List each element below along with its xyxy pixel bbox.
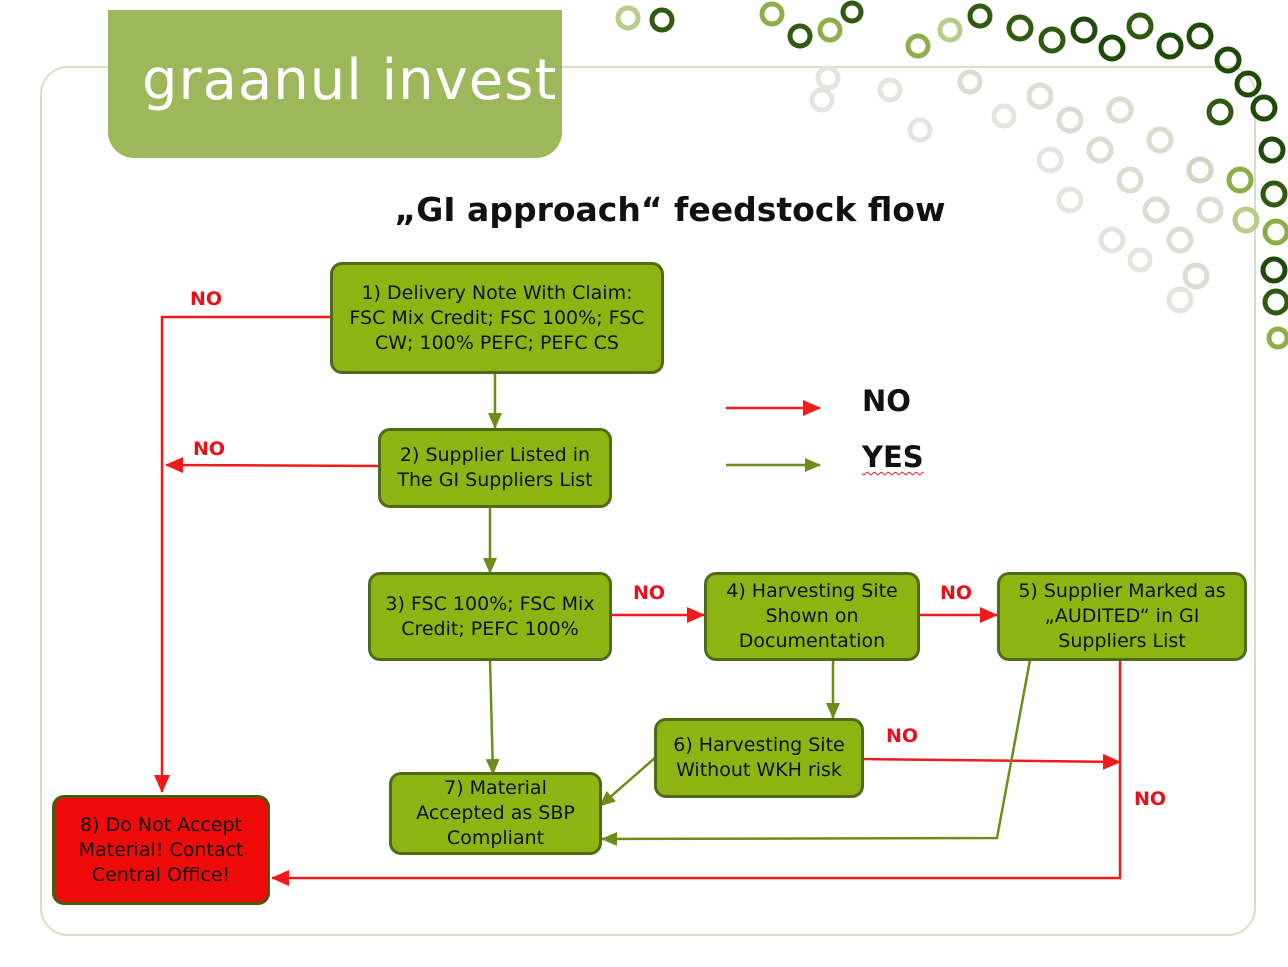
company-logo: graanul invest (142, 48, 558, 113)
decorative-rings (615, 0, 1288, 350)
slide-frame (40, 66, 1256, 936)
step-3-fsc-claims: 3) FSC 100%; FSC Mix Credit; PEFC 100% (368, 572, 612, 661)
label-no-step1: NO (190, 288, 223, 310)
logo-banner: graanul invest (108, 10, 562, 158)
label-no-step6: NO (886, 725, 919, 747)
label-no-step4: NO (940, 582, 973, 604)
legend-yes-label: YES (862, 440, 924, 474)
label-no-step2: NO (193, 438, 226, 460)
label-no-step3: NO (633, 582, 666, 604)
arrow-b1-no (154, 315, 330, 793)
step-4-harvesting-site-shown: 4) Harvesting Site Shown on Documentatio… (704, 572, 920, 661)
arrow-b6-no (861, 753, 1121, 770)
arrow-b3-yes (485, 659, 500, 775)
arrow-b5-no (271, 660, 1122, 886)
arrow-b6-yes (599, 756, 657, 807)
step-8-do-not-accept: 8) Do Not Accept Material! Contact Centr… (52, 795, 270, 905)
legend-no-label: NO (862, 384, 911, 418)
step-2-supplier-listed: 2) Supplier Listed in The GI Suppliers L… (378, 428, 612, 508)
diagram-title: „GI approach“ feedstock flow (394, 190, 946, 229)
step-1-delivery-note: 1) Delivery Note With Claim: FSC Mix Cre… (330, 262, 664, 374)
step-5-supplier-audited: 5) Supplier Marked as „AUDITED“ in GI Su… (997, 572, 1247, 661)
label-no-step5: NO (1134, 788, 1167, 810)
step-7-material-accepted: 7) Material Accepted as SBP Compliant (389, 772, 602, 855)
arrow-b5-yes (601, 659, 1032, 846)
arrow-b2-no (165, 457, 381, 474)
step-6-no-wkh-risk: 6) Harvesting Site Without WKH risk (654, 718, 864, 798)
